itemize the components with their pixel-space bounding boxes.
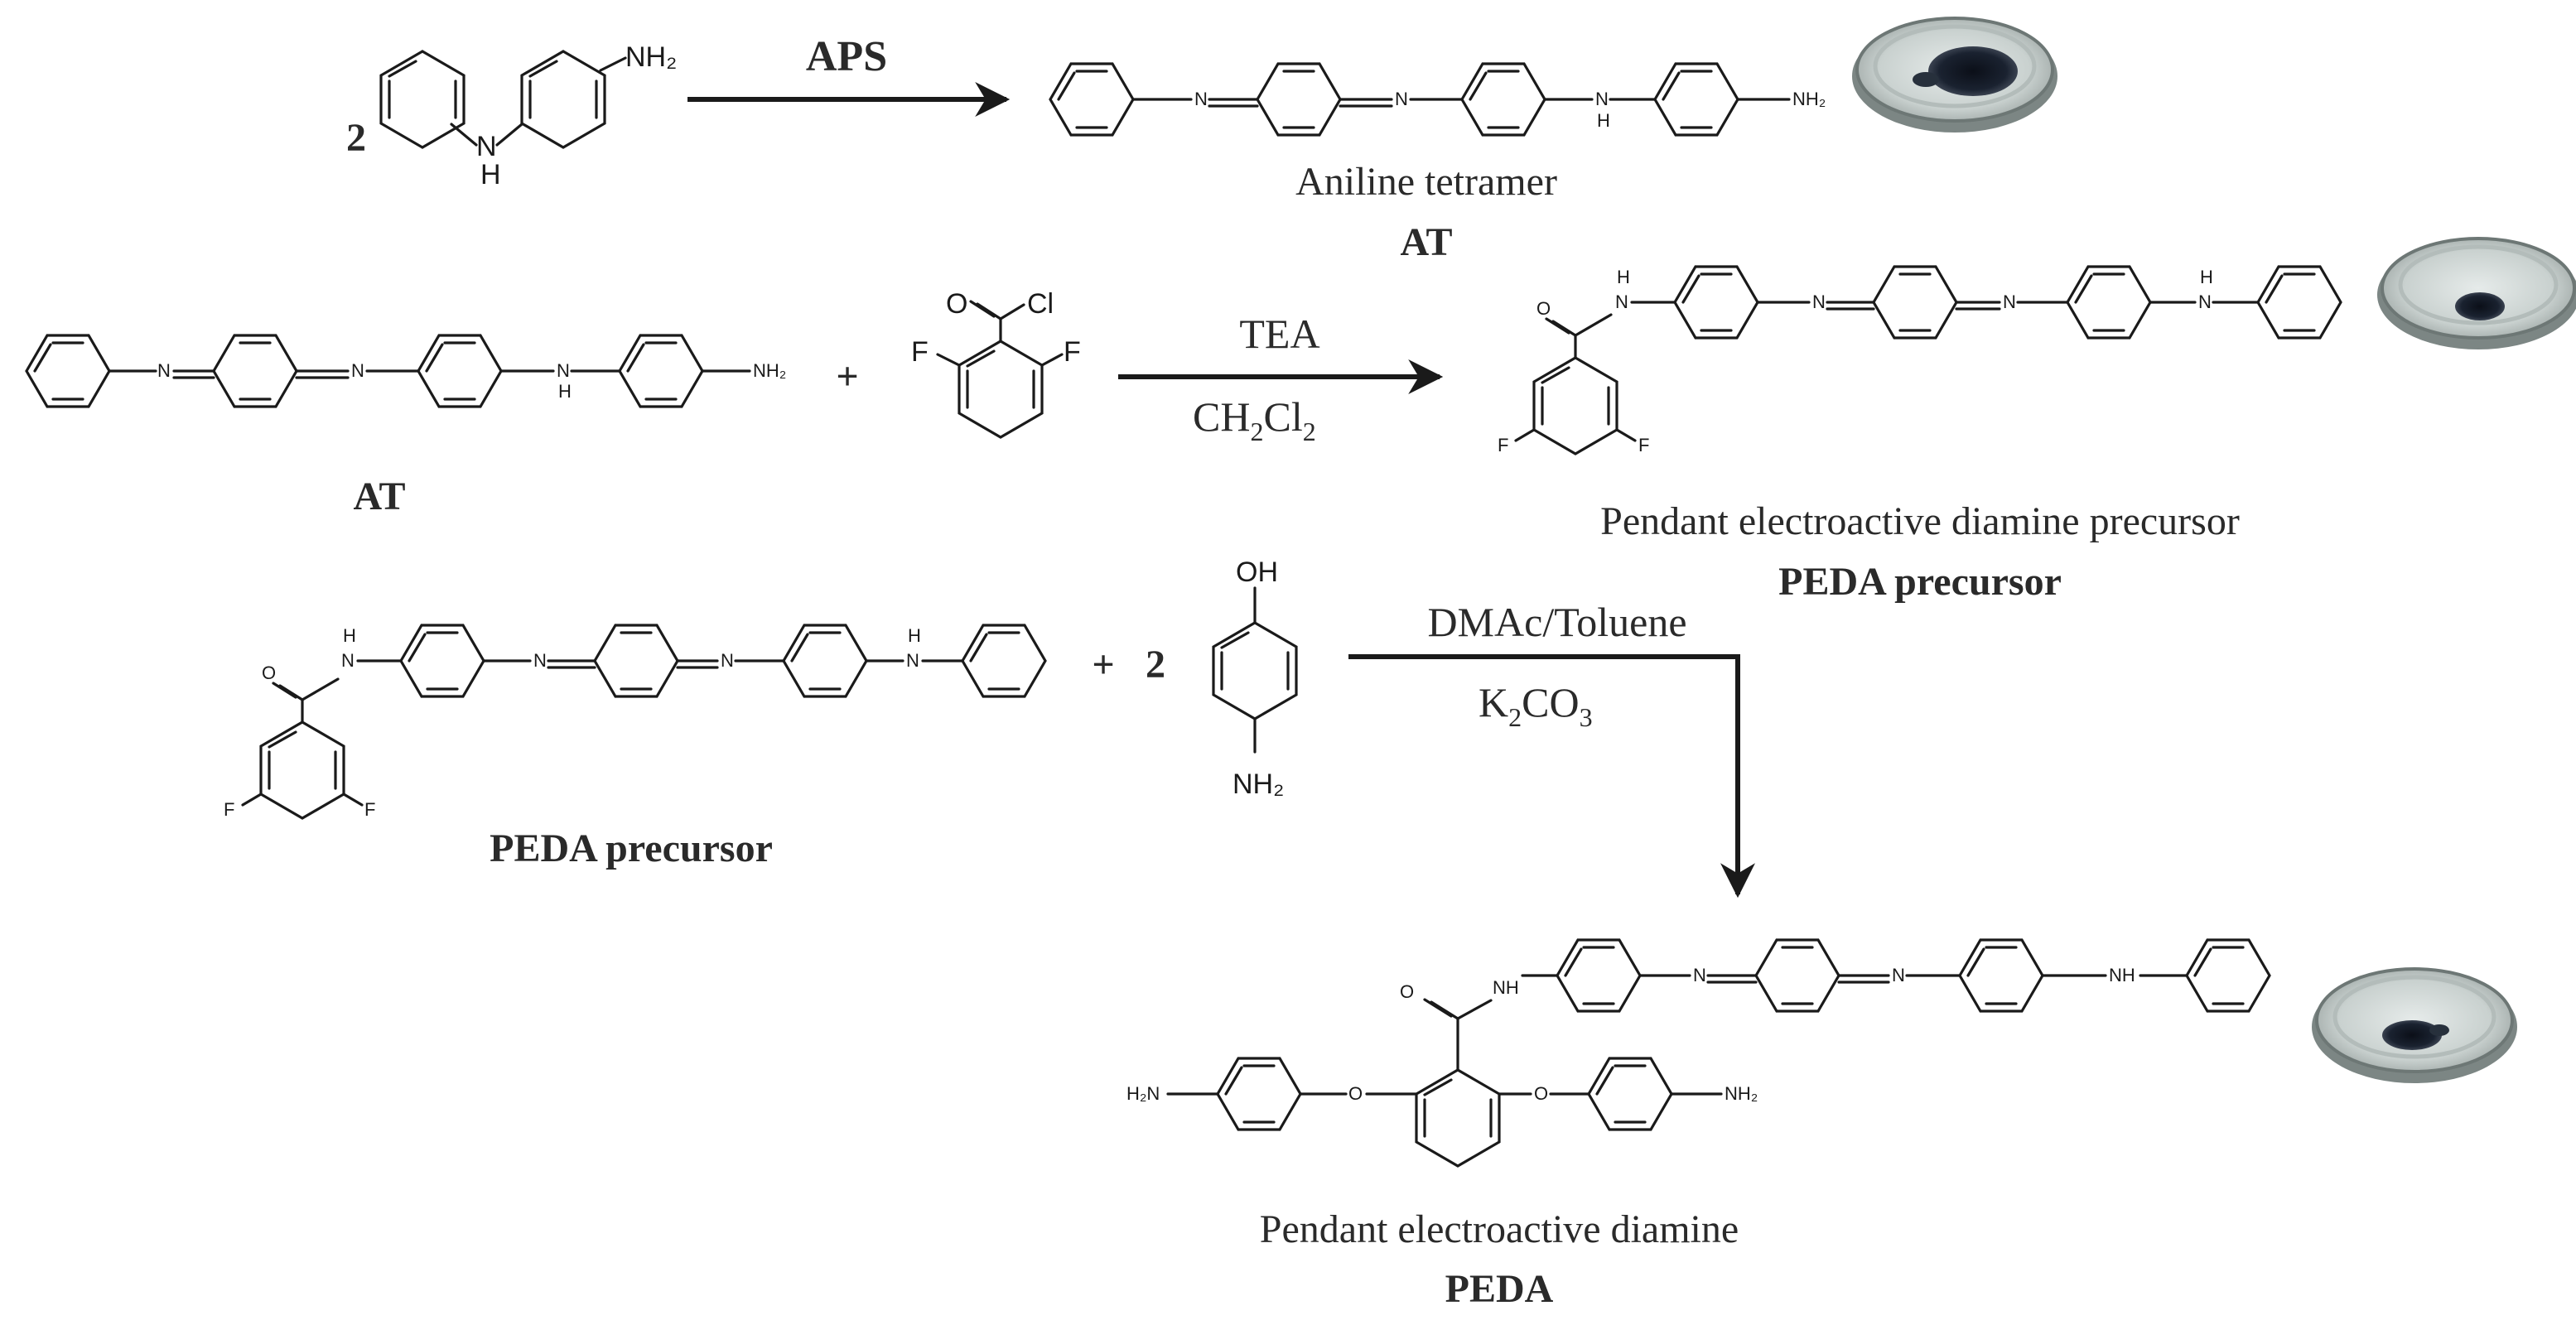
svg-text:O: O <box>1536 298 1551 319</box>
svg-text:H: H <box>908 625 921 646</box>
svg-text:N: N <box>1812 292 1826 312</box>
svg-text:N: N <box>557 360 570 381</box>
aminodiphenylamine-structure: N H NH₂ <box>379 41 677 190</box>
reaction-arrow-3 <box>1348 654 1755 899</box>
step1-reagent: APS <box>806 33 887 80</box>
plus-step2: + <box>836 354 858 398</box>
svg-text:H: H <box>2200 267 2213 287</box>
peda-precursor-abbrev: PEDA precursor <box>1778 560 2062 604</box>
svg-text:N: N <box>157 360 171 381</box>
at-reactant-label: AT <box>353 475 405 518</box>
peda-precursor-reactant-label: PEDA precursor <box>490 826 773 870</box>
svg-text:O: O <box>1534 1083 1548 1104</box>
at-abbrev: AT <box>1400 220 1452 264</box>
svg-text:Cl: Cl <box>1027 288 1054 320</box>
peda-abbrev: PEDA <box>1445 1267 1554 1311</box>
svg-text:N: N <box>341 650 355 671</box>
svg-text:H₂N: H₂N <box>1126 1083 1160 1104</box>
step-2: N N N H NH₂ AT + O <box>25 237 2576 604</box>
svg-text:N: N <box>1194 89 1208 109</box>
svg-text:N: N <box>1595 89 1609 109</box>
svg-text:NH₂: NH₂ <box>1725 1083 1758 1104</box>
svg-text:F: F <box>1498 435 1508 455</box>
petri-dish-at-image <box>1852 17 2057 132</box>
aminophenol-structure: OH NH₂ <box>1212 556 1298 800</box>
svg-text:F: F <box>1638 435 1649 455</box>
peda-name: Pendant electroactive diamine <box>1260 1207 1739 1251</box>
step3-coefficient: 2 <box>1146 643 1165 687</box>
svg-text:O: O <box>1400 981 1414 1002</box>
svg-text:N: N <box>2003 292 2016 312</box>
svg-text:N: N <box>1693 965 1706 985</box>
at-reactant-structure: N N N H NH₂ <box>25 334 786 408</box>
svg-text:F: F <box>224 799 234 820</box>
svg-text:NH₂: NH₂ <box>753 360 786 381</box>
svg-text:N: N <box>1395 89 1408 109</box>
svg-text:NH: NH <box>1493 977 1519 998</box>
aniline-tetramer-structure: N N N H NH₂ <box>1049 62 1826 137</box>
svg-text:O: O <box>1348 1083 1363 1104</box>
peda-precursor-name: Pendant electroactive diamine precursor <box>1600 499 2240 543</box>
atom-nh-n: N <box>476 131 497 162</box>
at-name: Aniline tetramer <box>1295 160 1557 204</box>
step3-reagent-1: DMAc/Toluene <box>1427 599 1686 645</box>
petri-dish-peda-precursor-image <box>2377 237 2576 349</box>
plus-step3: + <box>1092 643 1114 687</box>
svg-text:F: F <box>1064 336 1081 368</box>
svg-text:H: H <box>558 381 572 402</box>
svg-text:NH₂: NH₂ <box>1233 768 1284 800</box>
svg-text:F: F <box>364 799 375 820</box>
peda-precursor-reactant-structure: O F F N H N N N H <box>224 624 1047 820</box>
svg-text:H: H <box>1597 110 1610 131</box>
svg-text:OH: OH <box>1236 556 1278 588</box>
step2-reagent-2: CH2Cl2 <box>1193 393 1316 446</box>
svg-text:H: H <box>1617 267 1630 287</box>
svg-text:N: N <box>906 650 919 671</box>
step2-reagent-1: TEA <box>1239 311 1319 357</box>
svg-text:NH₂: NH₂ <box>1792 89 1826 109</box>
svg-text:N: N <box>2198 292 2212 312</box>
peda-product-structure: O NH N N NH O H₂N <box>1126 938 2271 1168</box>
peda-precursor-product-structure: O F F N H N N N H <box>1498 265 2342 455</box>
svg-text:N: N <box>1892 965 1905 985</box>
svg-text:N: N <box>533 650 547 671</box>
svg-text:H: H <box>343 625 356 646</box>
step-3: O F F N H N N N H PEDA precursor + 2 <box>224 556 2517 1311</box>
svg-text:O: O <box>946 288 967 320</box>
svg-text:N: N <box>351 360 364 381</box>
step-1: 2 N H NH₂ APS N N N <box>346 17 2057 264</box>
step3-reagent-2: K2CO3 <box>1479 679 1593 732</box>
svg-text:O: O <box>262 662 276 683</box>
atom-nh2: NH₂ <box>625 41 677 73</box>
svg-text:N: N <box>721 650 734 671</box>
svg-text:NH: NH <box>2109 965 2135 985</box>
svg-text:N: N <box>1615 292 1628 312</box>
atom-nh-h: H <box>480 159 501 190</box>
difluorobenzoyl-chloride-structure: O Cl F F <box>911 288 1081 439</box>
petri-dish-peda-image <box>2312 967 2517 1083</box>
step1-coefficient: 2 <box>346 116 366 160</box>
svg-text:F: F <box>911 336 929 368</box>
